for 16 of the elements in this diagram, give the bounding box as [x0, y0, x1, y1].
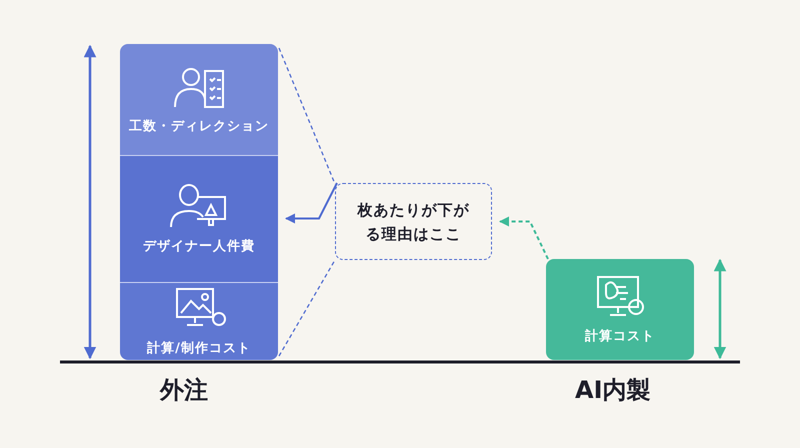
bar-label: 計算コスト: [585, 329, 655, 346]
bar-label: デザイナー人件費: [143, 238, 255, 256]
cost-bar-segment: [120, 44, 278, 155]
bar-label: 工数・ディレクション: [129, 119, 269, 136]
category-label: 外注: [160, 375, 208, 406]
dashed-connector: [278, 260, 336, 356]
callout-box: [335, 183, 492, 260]
cost-bar-segment: [120, 282, 278, 360]
cost-bar: [546, 259, 694, 360]
callout-text: 枚あたりが下がる理由はここ: [356, 200, 470, 244]
dashed-connector: [278, 48, 336, 184]
category-label: AI内製: [575, 375, 651, 406]
bar-label: 計算/制作コスト: [147, 341, 251, 358]
dashed-connector: [499, 216, 549, 260]
arrow: [285, 182, 338, 224]
cost-bar-segment: [120, 155, 278, 282]
